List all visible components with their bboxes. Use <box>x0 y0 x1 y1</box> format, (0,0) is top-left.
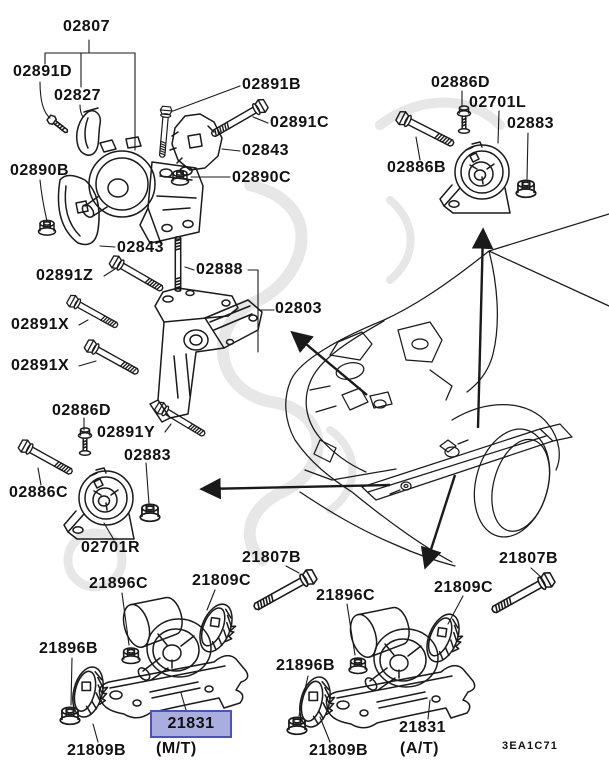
watermark-crest <box>63 97 505 592</box>
nut-drawing-02883-left <box>139 503 161 523</box>
part-label-21807b-at[interactable]: 21807B <box>499 550 559 567</box>
part-label-02701r[interactable]: 02701R <box>81 539 141 556</box>
part-label-21831-mt-selected[interactable]: 21831 <box>150 710 232 738</box>
mount-drawing-02701r <box>63 467 135 540</box>
bolt-drawing-02886c <box>16 437 76 479</box>
part-label-21831-at[interactable]: 21831 <box>399 719 446 736</box>
part-label-02891c[interactable]: 02891C <box>270 114 330 131</box>
part-label-02890c[interactable]: 02890C <box>232 169 292 186</box>
part-label-02886c[interactable]: 02886C <box>9 484 69 501</box>
bolt-drawing-02891c <box>208 96 271 142</box>
part-label-02891d[interactable]: 02891D <box>13 63 73 80</box>
part-label-02891x-2[interactable]: 02891X <box>11 357 70 374</box>
bracket-drawing-02803 <box>149 287 263 423</box>
part-label-02886d-right[interactable]: 02886D <box>431 74 491 91</box>
bolt-drawing-02891y <box>152 399 209 441</box>
variant-label-mt: (M/T) <box>156 740 197 757</box>
stopper-drawing-02843-lower <box>57 174 100 246</box>
reference-arrows <box>199 227 494 570</box>
nut-drawing-02883-right <box>515 179 537 199</box>
arrow-to-02701l-assembly <box>471 227 494 429</box>
bolt-drawing-21807b-mt <box>250 566 320 616</box>
arrow-to-02701r-assembly <box>199 477 391 500</box>
bolt-drawing-02886d-left <box>77 427 93 456</box>
part-label-21809c-at[interactable]: 21809C <box>434 579 494 596</box>
variant-label-at: (A/T) <box>400 740 439 757</box>
part-label-02891b[interactable]: 02891B <box>242 76 302 93</box>
part-label-02886d-left[interactable]: 02886D <box>52 402 112 419</box>
part-label-21809b-mt[interactable]: 21809B <box>67 742 127 759</box>
bolt-drawing-02891x-2 <box>82 337 142 379</box>
damper-drawing-02827 <box>76 107 102 156</box>
leader-lines <box>37 39 543 743</box>
arrow-to-at-mount-assembly <box>420 474 457 570</box>
stud-drawing-02888 <box>174 236 182 292</box>
part-label-02883-left[interactable]: 02883 <box>124 447 171 464</box>
stopper-drawing-02843-upper <box>169 113 223 171</box>
car-front-sketch <box>285 213 609 567</box>
nut-drawing-02890b <box>37 219 57 236</box>
part-label-21809c-mt[interactable]: 21809C <box>192 572 252 589</box>
part-label-02843-upper[interactable]: 02843 <box>242 142 289 159</box>
part-label-02827[interactable]: 02827 <box>54 87 101 104</box>
mount-drawing-02701l <box>439 141 511 214</box>
part-label-02891y[interactable]: 02891Y <box>97 424 156 441</box>
diagram-code: 3EA1C71 <box>502 740 559 752</box>
screw-drawing-02891d <box>46 114 69 134</box>
part-label-21896b-at[interactable]: 21896B <box>276 657 336 674</box>
bolt-drawing-21807b-at <box>488 569 558 619</box>
part-label-21896c-mt[interactable]: 21896C <box>89 575 149 592</box>
part-label-02890b[interactable]: 02890B <box>10 162 70 179</box>
transmission-mount-drawing-mt <box>60 592 247 724</box>
part-label-21896b-mt[interactable]: 21896B <box>39 640 99 657</box>
part-label-21809b-at[interactable]: 21809B <box>309 742 369 759</box>
part-label-21896c-at[interactable]: 21896C <box>316 587 376 604</box>
bolt-drawing-02891z <box>107 253 167 296</box>
arrow-to-02803-assembly <box>290 330 368 396</box>
part-label-02888[interactable]: 02888 <box>196 261 243 278</box>
part-label-02701l[interactable]: 02701L <box>469 94 527 111</box>
part-label-02891z[interactable]: 02891Z <box>36 267 94 284</box>
bolt-drawing-02886b <box>394 108 458 152</box>
part-label-02807[interactable]: 02807 <box>63 18 110 35</box>
bolt-drawing-02891x-1 <box>65 292 121 333</box>
part-label-02891x-1[interactable]: 02891X <box>11 316 70 333</box>
part-label-02843-lower[interactable]: 02843 <box>117 239 164 256</box>
part-label-02883-right[interactable]: 02883 <box>507 115 554 132</box>
part-label-21807b-mt[interactable]: 21807B <box>242 549 302 566</box>
part-label-02803[interactable]: 02803 <box>275 300 322 317</box>
part-label-02886b[interactable]: 02886B <box>387 159 447 176</box>
